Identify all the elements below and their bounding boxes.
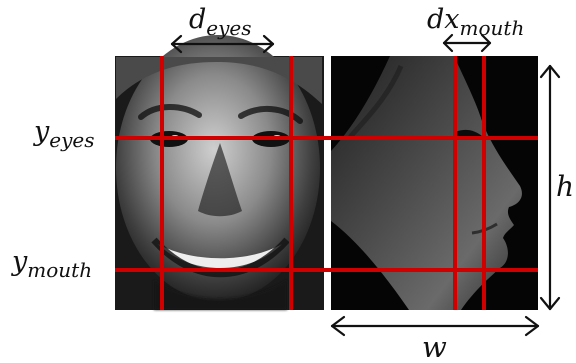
frontal-lips: [151, 237, 290, 278]
profile-ear-shadow: [348, 65, 404, 139]
frontal-mouth: [158, 244, 282, 268]
height-arrow: [539, 64, 561, 311]
frontal-hair: [116, 57, 322, 104]
measurement-arrows: [170, 33, 561, 337]
frontal-chin-shadow: [154, 280, 287, 310]
d-eyes-arrow: [170, 34, 275, 54]
y-mouth-label: ymouth: [11, 246, 92, 282]
height-label: h: [556, 170, 574, 203]
y-eyes-label: yeyes: [33, 116, 95, 152]
dx-mouth-arrow: [442, 33, 492, 53]
frontal-right-brow: [238, 105, 303, 124]
d-eyes-label: deyes: [189, 4, 252, 40]
dx-mouth-label: dxmouth: [427, 4, 524, 40]
width-label: w: [422, 330, 447, 363]
frontal-nose: [198, 143, 242, 217]
profile-face-shape: [331, 56, 522, 310]
width-arrow: [330, 315, 540, 337]
measurement-guides: [115, 56, 538, 310]
frontal-left-brow: [138, 104, 202, 120]
